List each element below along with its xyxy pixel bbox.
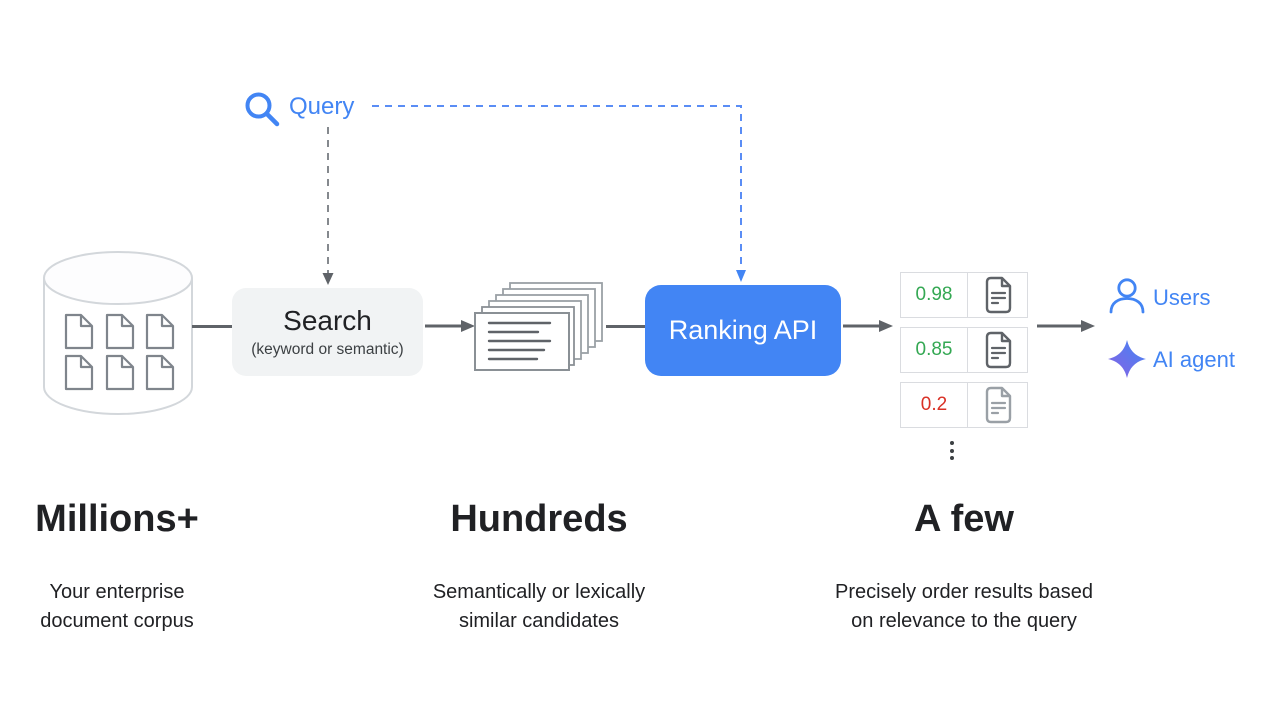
ranking-api-box: Ranking API	[645, 285, 841, 376]
more-results-ellipsis-icon	[950, 441, 954, 460]
result-row: 0.85	[900, 327, 1028, 373]
candidate-cards-stack-icon	[474, 282, 603, 371]
search-query-icon	[245, 92, 280, 127]
stage-corpus: Millions+ Your enterprise document corpu…	[0, 496, 287, 636]
stage-description: Semantically or lexically similar candid…	[432, 581, 646, 632]
document-icon	[985, 331, 1011, 369]
document-icon	[985, 386, 1011, 424]
result-score: 0.85	[915, 339, 953, 360]
result-score: 0.98	[915, 284, 953, 305]
users-label: Users	[1153, 285, 1211, 310]
search-step-title: Search	[283, 305, 372, 336]
stage-description: Precisely order results based on relevan…	[835, 581, 1093, 632]
stage-candidates: Hundreds Semantically or lexically simil…	[369, 496, 709, 636]
query-to-search-dashed-arrow	[322, 127, 334, 285]
candidates-to-ranking-line	[606, 325, 646, 328]
results-to-consumers-arrow	[1037, 320, 1095, 332]
corpus-to-search-line	[192, 325, 233, 328]
ai-agent-label: AI agent	[1153, 347, 1235, 372]
card-text-lines	[487, 321, 552, 361]
stage-heading: Millions+	[35, 498, 199, 540]
result-document-cell	[967, 383, 1027, 427]
users-person-icon	[1109, 278, 1145, 314]
search-to-candidates-arrow	[425, 320, 475, 332]
ranking-to-results-arrow	[843, 320, 893, 332]
search-step-box: Search (keyword or semantic)	[232, 288, 423, 376]
result-row: 0.98	[900, 272, 1028, 318]
stage-heading: A few	[914, 498, 1014, 540]
document-corpus-database-icon	[43, 251, 193, 415]
ai-agent-sparkle-icon	[1108, 340, 1146, 378]
query-label: Query	[289, 93, 355, 120]
result-document-cell	[967, 328, 1027, 372]
query-to-ranking-dashed-arrow	[372, 105, 746, 282]
corpus-document-icons	[64, 313, 175, 391]
stage-description: Your enterprise document corpus	[40, 581, 194, 632]
result-score: 0.2	[920, 394, 948, 415]
stage-ranked-results: A few Precisely order results based on r…	[794, 496, 1134, 636]
result-row: 0.2	[900, 382, 1028, 428]
stage-heading: Hundreds	[450, 498, 628, 540]
document-icon	[985, 276, 1011, 314]
result-document-cell	[967, 273, 1027, 317]
search-step-subtitle: (keyword or semantic)	[251, 341, 404, 358]
ranking-api-title: Ranking API	[668, 315, 818, 345]
